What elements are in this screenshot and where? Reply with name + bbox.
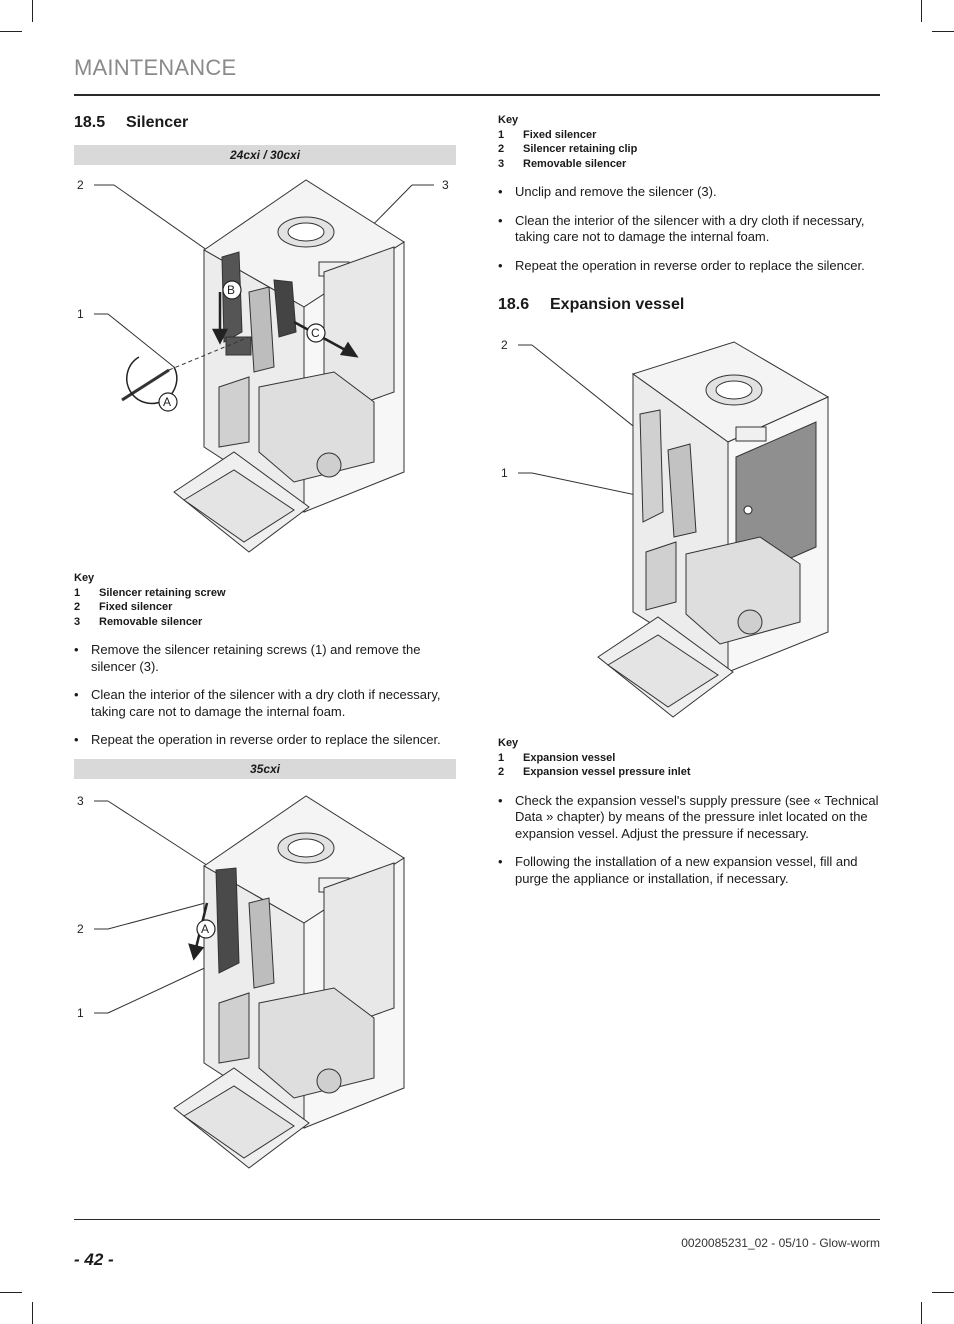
instruction-item: •Repeat the operation in reverse order t… bbox=[74, 732, 441, 747]
expansion-vessel-figure: 2 1 bbox=[498, 332, 880, 727]
section-title: Silencer bbox=[126, 114, 189, 131]
callout-number: 1 bbox=[501, 466, 508, 480]
crop-mark bbox=[0, 1292, 22, 1293]
key-title: Key bbox=[498, 114, 519, 126]
key-title: Key bbox=[498, 737, 519, 749]
instruction-list: •Check the expansion vessel's supply pre… bbox=[498, 793, 880, 888]
instruction-item: •Clean the interior of the silencer with… bbox=[74, 687, 441, 719]
silencer-figure-24-30: 2 3 1 B C A bbox=[74, 172, 456, 567]
instruction-item: •Following the installation of a new exp… bbox=[498, 854, 858, 886]
variant-label-bar: 24cxi / 30cxi bbox=[74, 145, 456, 165]
marker-label: A bbox=[163, 395, 172, 409]
marker-label: A bbox=[201, 922, 210, 936]
callout-number: 2 bbox=[501, 338, 508, 352]
instruction-list: •Remove the silencer retaining screws (1… bbox=[74, 642, 456, 749]
boiler-illustration bbox=[94, 795, 405, 1169]
section-heading-expansion: 18.6 Expansion vessel bbox=[498, 296, 880, 314]
callout-number: 2 bbox=[77, 178, 84, 192]
marker-label: B bbox=[227, 283, 236, 297]
crop-mark bbox=[0, 31, 22, 32]
instruction-item: •Repeat the operation in reverse order t… bbox=[498, 257, 865, 273]
variant-label-bar: 35cxi bbox=[74, 759, 456, 779]
page-header-title: MAINTENANCE bbox=[74, 55, 237, 80]
instruction-item: •Check the expansion vessel's supply pre… bbox=[498, 792, 879, 841]
instruction-item: •Remove the silencer retaining screws (1… bbox=[74, 642, 421, 674]
document-reference: 0020085231_02 - 05/10 - Glow-worm bbox=[681, 1236, 880, 1250]
boiler-illustration bbox=[94, 179, 434, 553]
footer-divider bbox=[74, 1219, 880, 1220]
silencer-figure-35: 3 2 1 A bbox=[74, 788, 456, 1183]
instruction-item: •Clean the interior of the silencer with… bbox=[498, 212, 865, 245]
callout-number: 3 bbox=[77, 794, 84, 808]
crop-mark bbox=[932, 31, 954, 32]
crop-mark bbox=[932, 1292, 954, 1293]
callout-number: 2 bbox=[77, 922, 84, 936]
callout-number: 1 bbox=[77, 1006, 84, 1020]
page-number: - 42 - bbox=[74, 1250, 114, 1269]
crop-mark bbox=[921, 0, 922, 22]
boiler-illustration bbox=[518, 341, 830, 718]
key-title: Key bbox=[74, 572, 95, 584]
callout-number: 1 bbox=[77, 307, 84, 321]
crop-mark bbox=[32, 0, 33, 22]
marker-label: C bbox=[311, 326, 320, 340]
crop-mark bbox=[32, 1302, 33, 1324]
instruction-list: •Unclip and remove the silencer (3). •Cl… bbox=[498, 184, 880, 274]
section-heading-silencer: 18.5 Silencer bbox=[74, 114, 456, 132]
section-number: 18.6 bbox=[498, 296, 530, 313]
header-divider bbox=[74, 94, 880, 96]
callout-number: 3 bbox=[442, 178, 449, 192]
left-column: 18.5 Silencer 24cxi / 30cxi bbox=[74, 114, 456, 165]
instruction-item: •Unclip and remove the silencer (3). bbox=[498, 184, 717, 199]
section-title: Expansion vessel bbox=[550, 296, 685, 313]
crop-mark bbox=[921, 1302, 922, 1324]
section-number: 18.5 bbox=[74, 114, 106, 131]
